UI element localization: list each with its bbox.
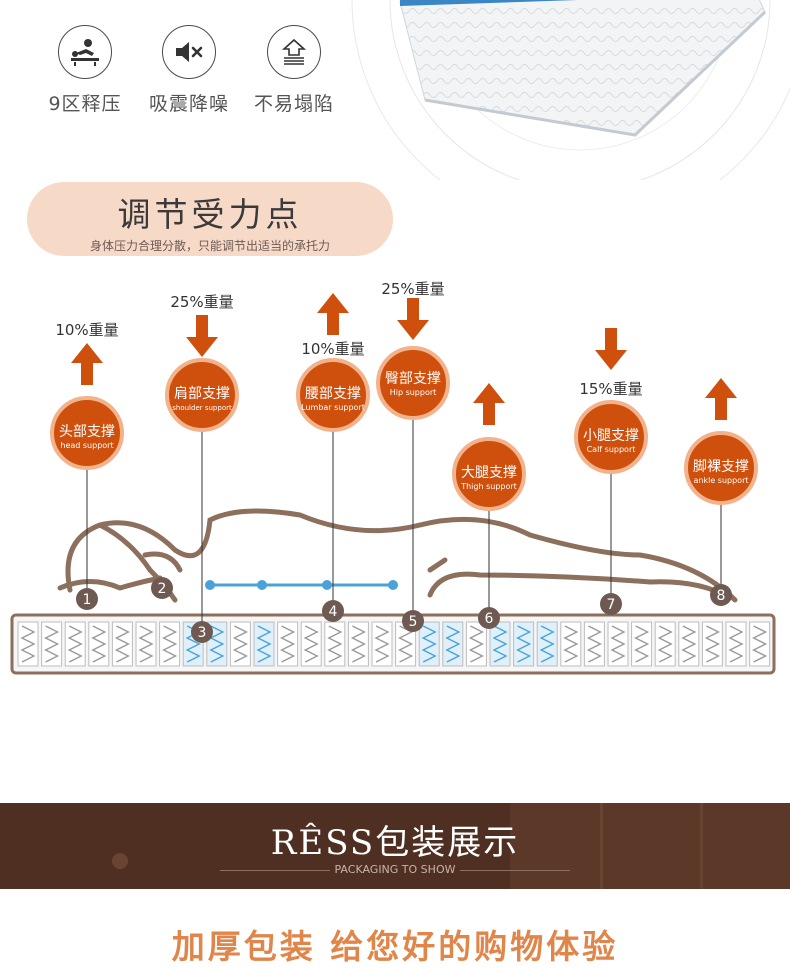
support-cn: 小腿支撑 (583, 428, 639, 444)
banner-divider-left (220, 870, 330, 871)
support-calf: 小腿支撑 Calf support (574, 400, 648, 474)
zone-badge: 6 (485, 611, 494, 627)
support-head: 头部支撑 head support (50, 396, 124, 470)
adjust-pill: 调节受力点 身体压力合理分散，只能调节出适当的承托力 (27, 182, 393, 256)
weight-label: 10%重量 (55, 321, 118, 339)
support-en: Lumbar support (301, 403, 365, 412)
banner-background (0, 803, 790, 889)
zone-badge: 4 (329, 604, 338, 620)
mute-speaker-icon (162, 25, 216, 79)
feature-pressure-relief: 9区释压 (30, 25, 140, 116)
weight-label: 10%重量 (301, 340, 364, 358)
feature-label: 不易塌陷 (253, 93, 334, 115)
support-cn: 脚裸支撑 (693, 459, 749, 475)
support-shoulder: 肩部支撑 shoulder support (165, 358, 239, 432)
support-lumbar: 腰部支撑 Lumbar support (296, 358, 370, 432)
support-en: head support (60, 441, 113, 450)
support-en: Calf support (587, 445, 636, 454)
massage-person-icon (58, 25, 112, 79)
body-silhouette (57, 508, 738, 603)
banner-divider-right (460, 870, 570, 871)
weight-label: 25%重量 (381, 280, 444, 298)
support-cn: 头部支撑 (59, 424, 115, 440)
zone-badge: 5 (409, 614, 418, 630)
zone-badge: 1 (83, 592, 92, 608)
support-cn: 腰部支撑 (305, 386, 361, 402)
adjust-title: 调节受力点 (117, 195, 303, 234)
zone-badge: 8 (717, 588, 726, 604)
zone-badge: 2 (158, 581, 167, 597)
alignment-line (205, 580, 398, 590)
support-thigh: 大腿支撑 Thigh support (452, 437, 526, 511)
zone-badge: 3 (198, 625, 207, 641)
support-cn: 臀部支撑 (385, 371, 441, 387)
packaging-banner: RÊSS包装展示 PACKAGING TO SHOW (0, 803, 790, 889)
support-en: Hip support (390, 388, 437, 397)
support-en: shoulder support (172, 404, 232, 412)
support-cn: 肩部支撑 (174, 386, 230, 402)
tagline: 加厚包装 给您好的购物体验 (171, 927, 619, 966)
product-rings (351, 0, 790, 180)
support-hip: 臀部支撑 Hip support (376, 346, 450, 420)
support-en: ankle support (693, 476, 748, 485)
feature-noise-reduction: 吸震降噪 (134, 25, 244, 116)
banner-subtitle: PACKAGING TO SHOW (334, 863, 456, 876)
adjust-subtitle: 身体压力合理分散，只能调节出适当的承托力 (89, 239, 330, 253)
zone-badge: 7 (607, 597, 616, 613)
support-diagram: 10%重量 25%重量 10%重量 25%重量 15%重量 头部支撑 head … (10, 280, 776, 675)
feature-anti-collapse: 不易塌陷 (239, 25, 349, 116)
support-ankle: 脚裸支撑 ankle support (684, 431, 758, 505)
anti-collapse-icon (267, 25, 321, 79)
weight-label: 15%重量 (579, 380, 642, 398)
banner-title: RÊSS包装展示 (270, 823, 520, 863)
weight-label: 25%重量 (170, 293, 233, 311)
feature-label: 吸震降噪 (148, 93, 229, 115)
mattress-cross-section (10, 613, 776, 675)
feature-label: 9区释压 (48, 93, 122, 115)
support-en: Thigh support (460, 482, 517, 491)
mattress-photo (399, 0, 767, 137)
support-cn: 大腿支撑 (461, 465, 517, 481)
